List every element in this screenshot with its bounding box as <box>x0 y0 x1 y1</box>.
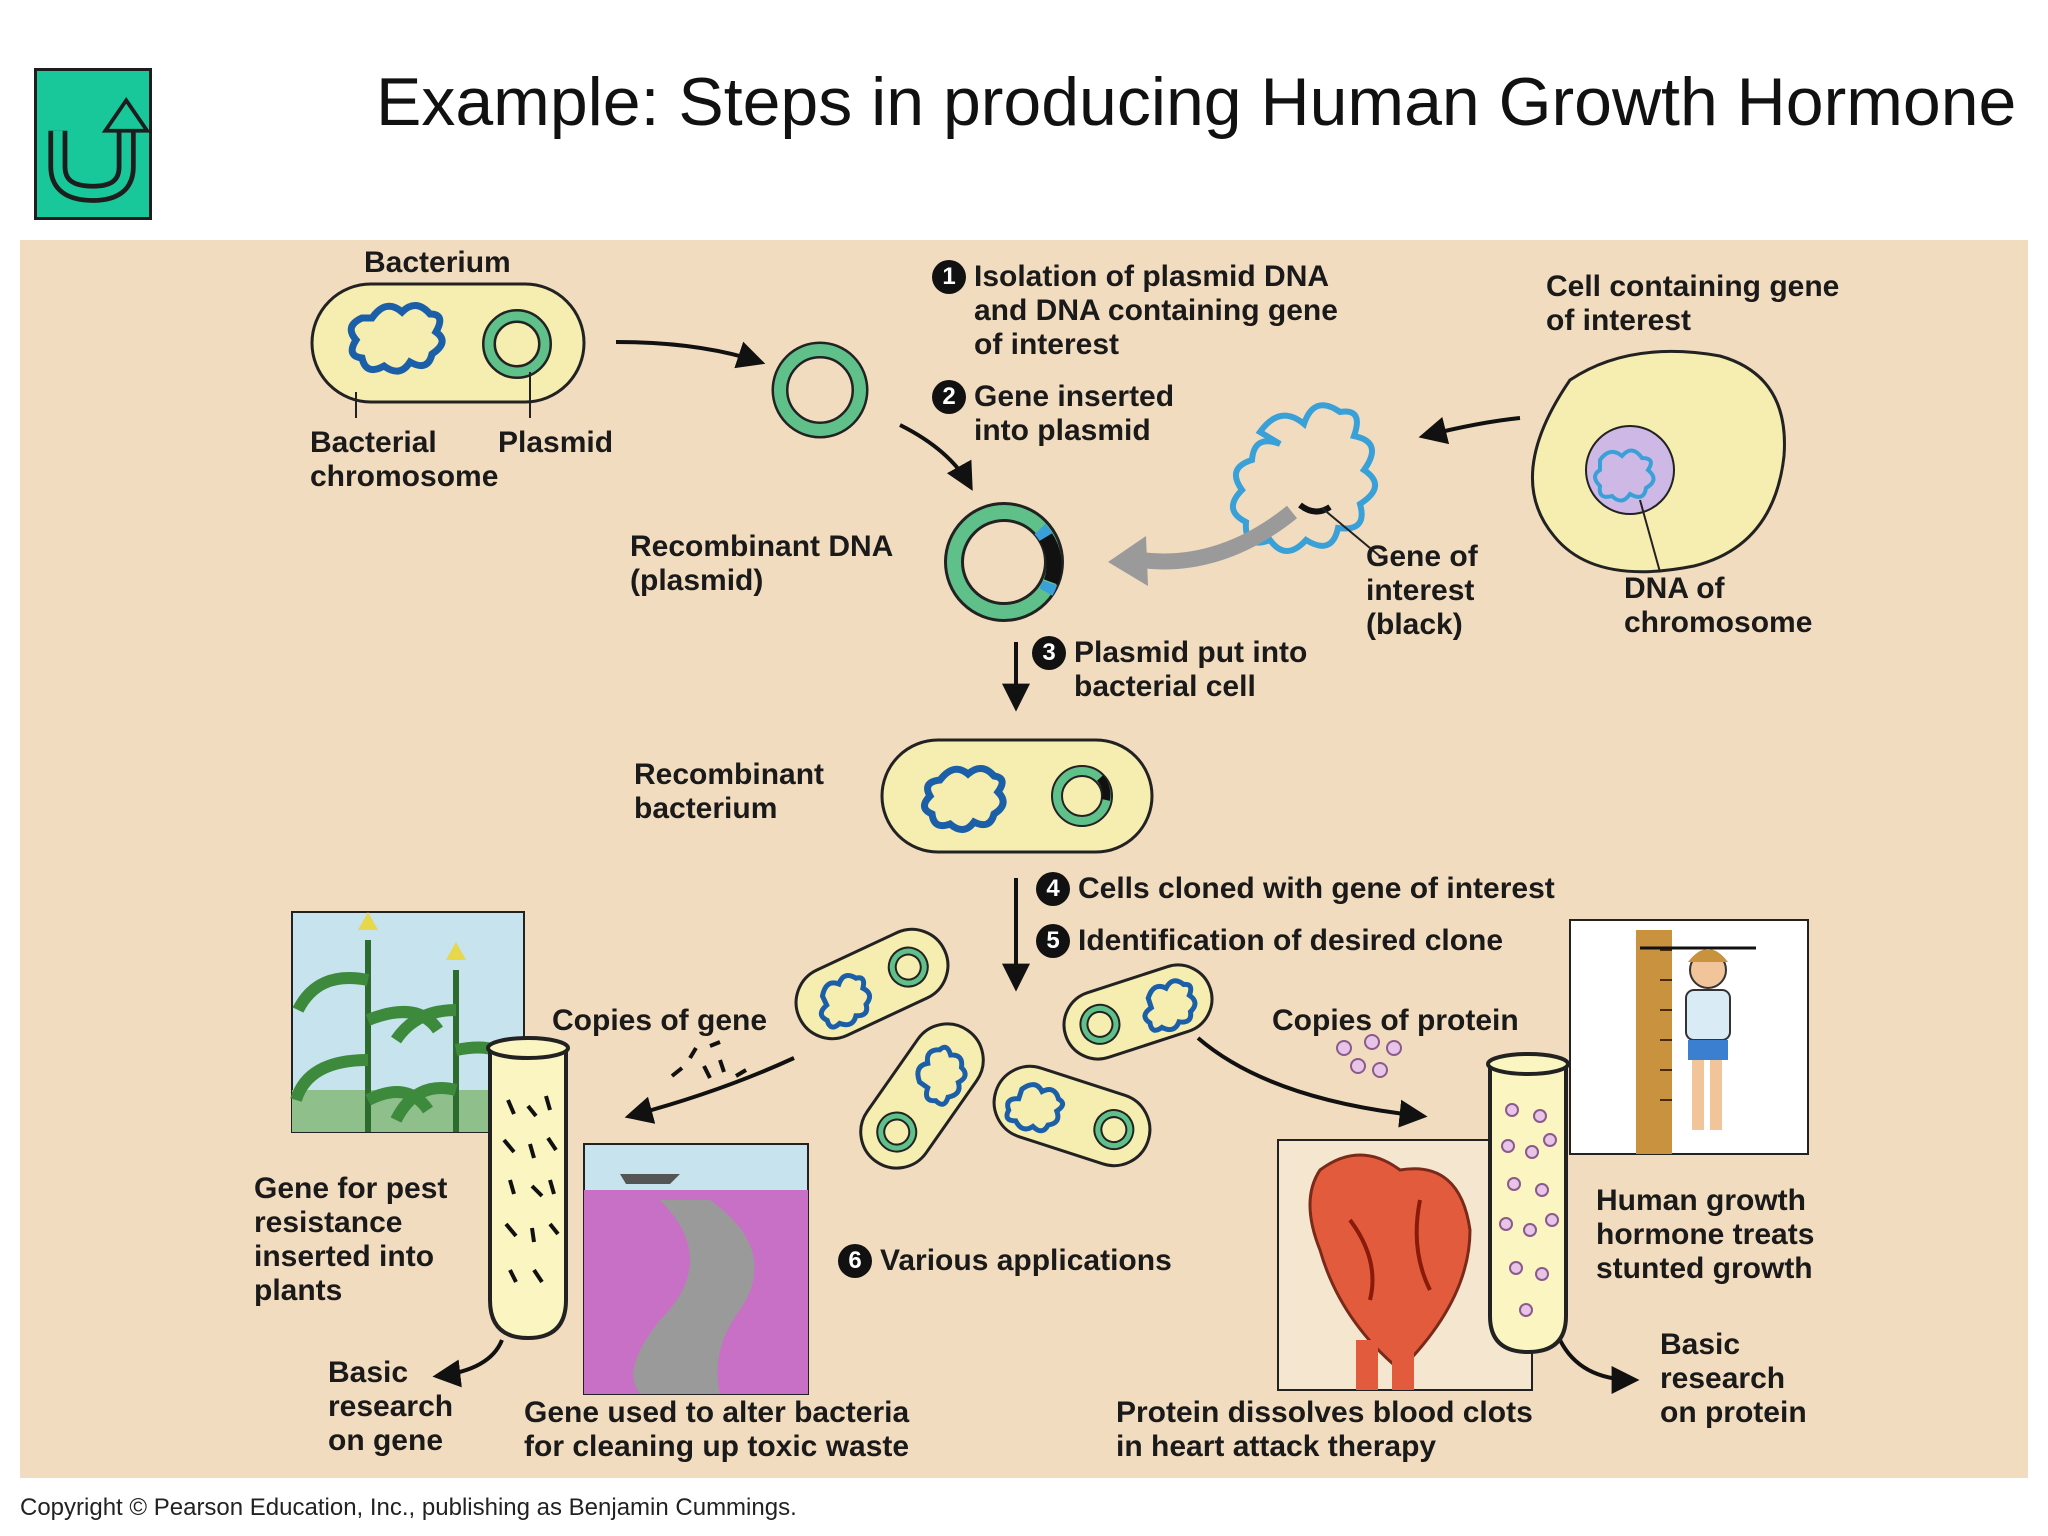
cloned-bacteria <box>794 927 1214 1170</box>
gene-dna-strand <box>1230 402 1383 559</box>
step-number: 4 <box>1036 872 1070 906</box>
label-gene-of-interest: Gene of interest (black) <box>1366 540 1478 641</box>
recombinant-plasmid <box>944 502 1064 622</box>
diagram-panel: Bacterium Bacterial chromosome Plasmid C… <box>20 240 2028 1478</box>
child-growth-image <box>1569 919 1809 1155</box>
label-copies-gene: Copies of gene <box>552 1004 768 1037</box>
step-number: 5 <box>1036 924 1070 958</box>
toxic-waste-image <box>583 1143 809 1395</box>
label-plasmid: Plasmid <box>498 426 614 459</box>
label-growth-hormone: Human growth hormone treats stunted grow… <box>1596 1184 1815 1285</box>
step-text: Various applications <box>880 1244 1172 1277</box>
step-text: Gene inserted into plasmid <box>974 380 1175 447</box>
step-text: Identification of desired clone <box>1078 924 1504 957</box>
gene-copies <box>670 1040 748 1079</box>
step-number: 6 <box>838 1244 872 1278</box>
label-basic-research-gene: Basic research on gene <box>328 1356 454 1457</box>
label-toxic-waste: Gene used to alter bacteria for cleaning… <box>524 1396 910 1463</box>
recombinant-bacterium-illustration <box>880 738 1154 854</box>
label-recombinant-dna: Recombinant DNA (plasmid) <box>630 530 894 597</box>
label-copies-protein: Copies of protein <box>1272 1004 1519 1037</box>
gene-test-tube <box>486 1036 570 1341</box>
donor-cell <box>1530 349 1786 574</box>
step-text: Isolation of plasmid DNA and DNA contain… <box>974 260 1338 361</box>
back-button[interactable] <box>34 68 152 220</box>
protein-copies <box>1336 1034 1402 1078</box>
label-bacterial-chromosome: Bacterial chromosome <box>310 426 499 493</box>
diagram-artwork <box>290 282 1809 1395</box>
label-basic-research-protein: Basic research on protein <box>1660 1328 1807 1429</box>
step-text: Plasmid put into bacterial cell <box>1074 636 1308 703</box>
slide-title: Example: Steps in producing Human Growth… <box>376 64 2017 140</box>
u-turn-arrow-icon <box>48 96 151 203</box>
label-recombinant-bacterium: Recombinant bacterium <box>634 758 825 825</box>
label-pest-resistance: Gene for pest resistance inserted into p… <box>254 1172 448 1307</box>
protein-test-tube <box>1486 1052 1570 1355</box>
insert-arrow <box>1139 505 1298 570</box>
copyright-notice: Copyright © Pearson Education, Inc., pub… <box>20 1494 797 1521</box>
label-cell-gene: Cell containing gene of interest <box>1546 270 1840 337</box>
label-dna-chromosome: DNA of chromosome <box>1624 572 1813 639</box>
step-number: 3 <box>1032 636 1066 670</box>
label-blood-clots: Protein dissolves blood clots in heart a… <box>1116 1396 1533 1463</box>
corn-plants-image <box>290 911 525 1133</box>
isolated-plasmid <box>771 341 869 439</box>
label-bacterium: Bacterium <box>364 246 511 279</box>
step-text: Cells cloned with gene of interest <box>1078 872 1555 905</box>
step-number: 1 <box>932 260 966 294</box>
bacterium-illustration <box>310 282 586 418</box>
step-number: 2 <box>932 380 966 414</box>
process-arrows <box>432 340 1640 1394</box>
